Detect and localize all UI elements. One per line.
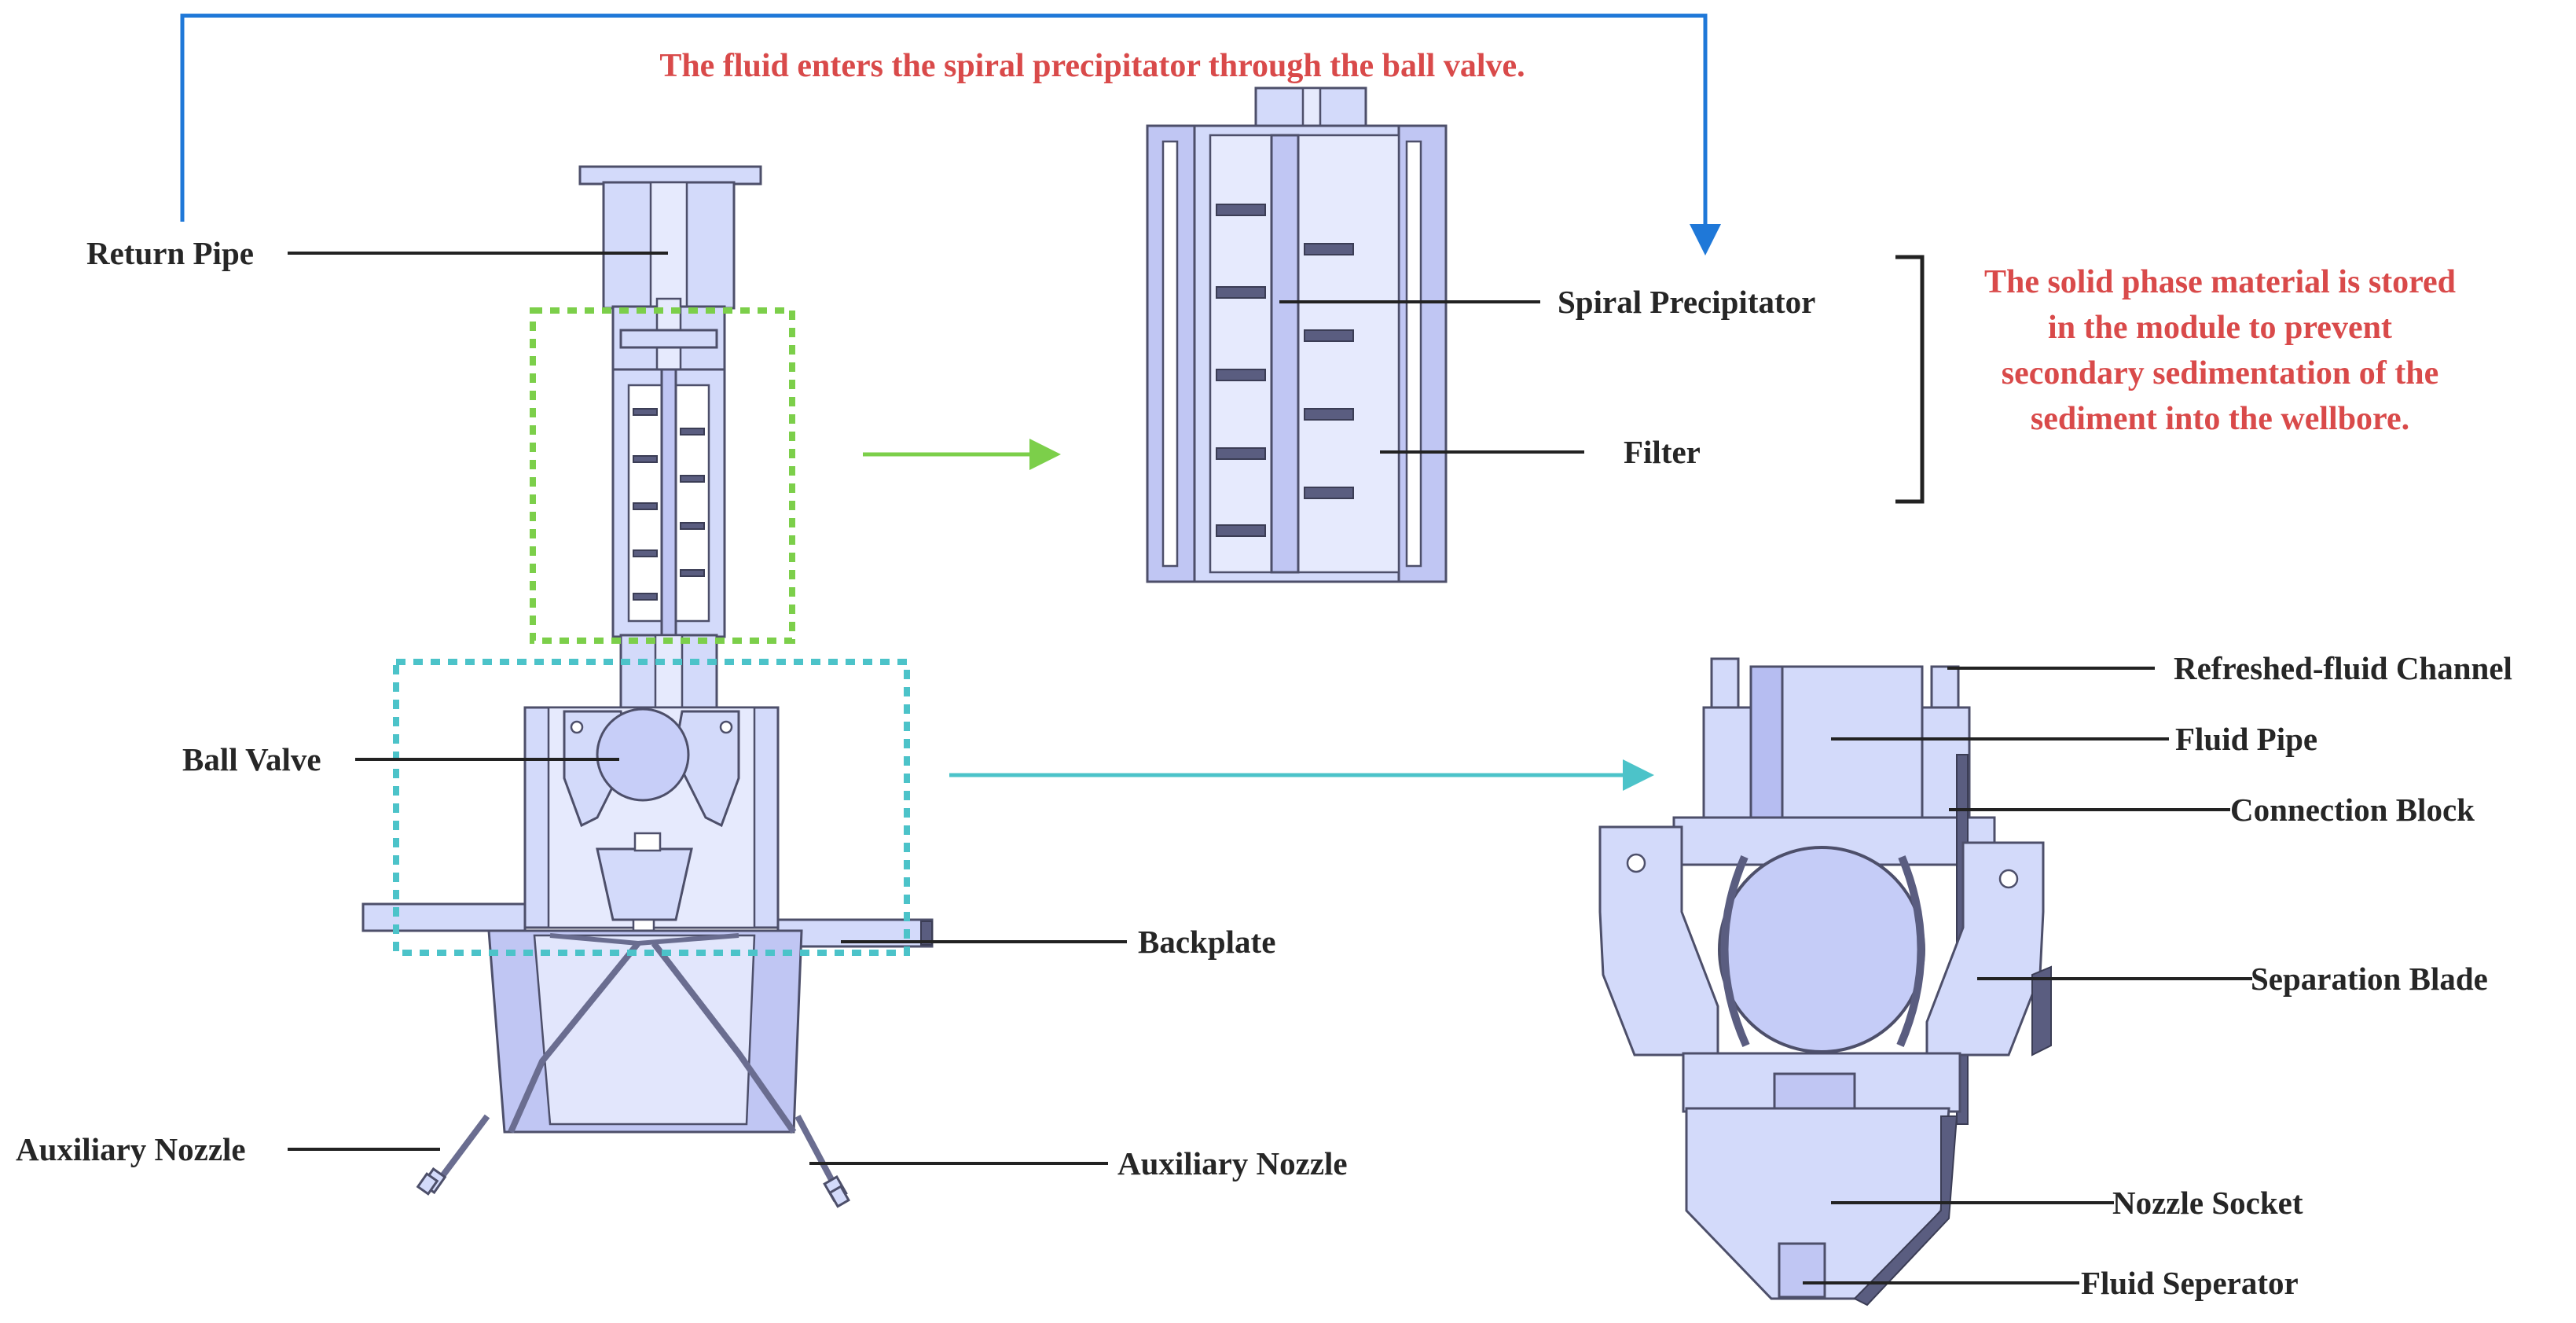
- green-arrow: [863, 439, 1061, 470]
- svg-text:in the module to prevent: in the module to prevent: [2048, 310, 2392, 346]
- leader-lines: [288, 252, 2252, 1284]
- cyan-arrow: [949, 759, 1654, 791]
- label-connection-block: Connection Block: [2230, 792, 2475, 828]
- label-filter: Filter: [1624, 434, 1701, 470]
- label-aux-nozzle-left: Auxiliary Nozzle: [16, 1131, 246, 1167]
- side-note: The solid phase material is stored in th…: [1984, 264, 2456, 437]
- aux-nozzle-left-shape: [416, 1114, 490, 1196]
- label-nozzle-socket: Nozzle Socket: [2112, 1185, 2303, 1221]
- label-fluid-seperator: Fluid Seperator: [2081, 1265, 2299, 1301]
- aux-nozzle-right-shape: [794, 1115, 850, 1208]
- top-note: The fluid enters the spiral precipitator…: [659, 48, 1525, 84]
- label-ball-valve: Ball Valve: [182, 741, 321, 777]
- cyan-highlight-box: [393, 659, 910, 956]
- spiral-precipitator-detail: [1146, 86, 1448, 583]
- svg-text:secondary sedimentation of the: secondary sedimentation of the: [2002, 355, 2438, 391]
- svg-text:sediment into the wellbore.: sediment into the wellbore.: [2031, 401, 2409, 437]
- green-highlight-box: [530, 307, 795, 644]
- label-fluid-pipe: Fluid Pipe: [2175, 721, 2317, 757]
- flow-arrow-blue: [180, 13, 1721, 255]
- label-separation-blade: Separation Blade: [2251, 961, 2488, 997]
- label-return-pipe: Return Pipe: [86, 235, 254, 271]
- svg-text:The solid phase material is st: The solid phase material is stored: [1984, 264, 2456, 300]
- main-assembly: [361, 165, 934, 1208]
- bracket: [1895, 255, 1925, 504]
- label-spiral-precipitator: Spiral Precipitator: [1558, 284, 1815, 320]
- label-backplate: Backplate: [1138, 924, 1275, 960]
- spiral-blades: [1216, 204, 1354, 537]
- spiral-blades-small: [633, 408, 705, 601]
- ball-valve-detail: [1598, 657, 2052, 1306]
- label-refreshed-fluid-channel: Refreshed-fluid Channel: [2174, 650, 2512, 686]
- label-aux-nozzle-right: Auxiliary Nozzle: [1117, 1145, 1348, 1182]
